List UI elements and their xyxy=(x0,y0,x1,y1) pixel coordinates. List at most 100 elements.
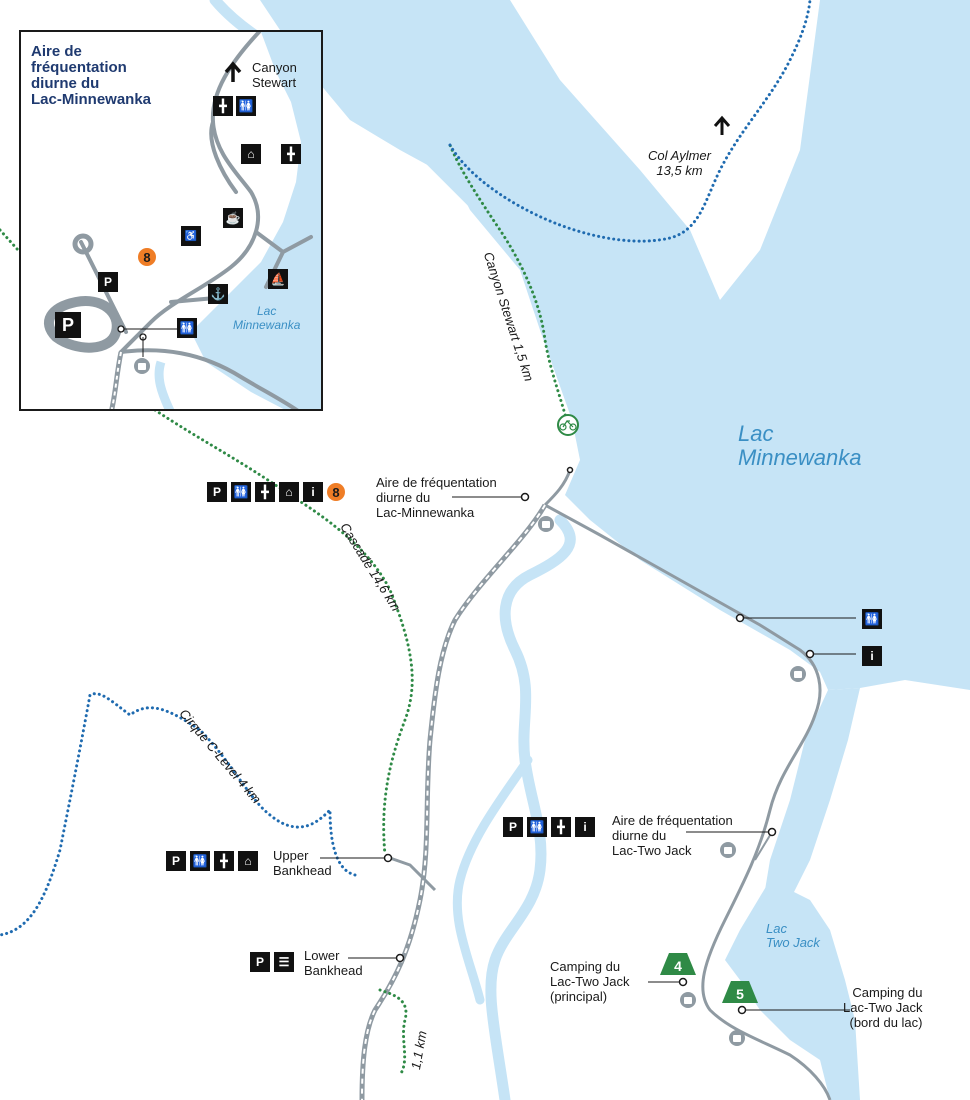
parking-icon: P xyxy=(166,851,186,871)
information-icon: i xyxy=(303,482,323,502)
rv-parking-icon: P xyxy=(98,272,118,292)
picnic-table-icon: ╋ xyxy=(255,482,275,502)
washroom-icon: 🚻 xyxy=(231,482,251,502)
channel-water xyxy=(760,688,860,920)
trail-cascade xyxy=(153,408,414,857)
inset-creek-water xyxy=(154,360,175,409)
bus-stop-icon xyxy=(729,1030,745,1046)
inset-boat-tours: ⛵ xyxy=(268,269,288,289)
bus-stop-icon xyxy=(538,516,554,532)
parking-icon: P xyxy=(207,482,227,502)
trail-canyon-stewart xyxy=(448,143,570,427)
shore-toilets: 🚻 xyxy=(862,609,882,629)
food-service-icon: ☕ xyxy=(223,208,243,228)
upper-bankhead-facilities: P 🚻 ╋ ⌂ xyxy=(166,851,258,871)
trail-cirque-c-level xyxy=(0,692,357,937)
road-two-jack-spur xyxy=(754,831,773,861)
picnic-shelter-icon: ⌂ xyxy=(279,482,299,502)
picnic-shelter-icon: ⌂ xyxy=(238,851,258,871)
inset-rv-parking: P xyxy=(98,272,118,292)
trail-cascade-west xyxy=(0,228,20,252)
label-minnewanka-day-use: Aire de fréquentation diurne du Lac-Minn… xyxy=(376,475,497,520)
interpretive-trail-icon: ☰ xyxy=(274,952,294,972)
point-upper-bankhead xyxy=(383,853,393,863)
inset-title: Aire de fréquentation diurne du Lac-Minn… xyxy=(31,43,152,108)
inset-accessible-parking: ♿ xyxy=(181,226,201,246)
road-lakeshore xyxy=(544,503,832,1100)
washroom-icon: 🚻 xyxy=(527,817,547,837)
inset-dashed-road-inner xyxy=(110,351,122,409)
point-two-jack xyxy=(767,827,777,837)
inset-food: ☕ xyxy=(223,208,243,228)
inset-washrooms: 🚻 xyxy=(177,318,197,338)
picnic-table-icon: ╋ xyxy=(214,851,234,871)
lower-bankhead-facilities: P ☰ xyxy=(250,952,294,972)
bike-glyph xyxy=(559,420,577,431)
trail-lower xyxy=(378,988,408,1077)
river-creek-west xyxy=(452,755,533,1005)
washroom-icon: 🚻 xyxy=(862,609,882,629)
road-connector xyxy=(543,469,572,507)
washroom-icon: 🚻 xyxy=(236,96,256,116)
inset-parking: P xyxy=(55,312,81,338)
picnic-table-icon: ╋ xyxy=(551,817,571,837)
bus-stop-icon xyxy=(680,992,696,1008)
bus-stop-icon xyxy=(790,666,806,682)
label-two-jack-day-use: Aire de fréquentation diurne du Lac-Two … xyxy=(612,813,733,858)
inset-road-loop-west xyxy=(209,120,238,194)
inset-road-east xyxy=(119,348,299,409)
river-cascade xyxy=(485,514,576,1100)
point-minnewanka xyxy=(520,492,530,502)
inset-boat-launch: ⚓ xyxy=(208,284,228,304)
point-lower-bankhead xyxy=(395,953,405,963)
boat-launch-icon: ⚓ xyxy=(208,284,228,304)
campground-main-badge: 4 xyxy=(660,953,696,975)
campground-lakeside-badge: 5 xyxy=(722,981,758,1003)
parking-icon: P xyxy=(250,952,270,972)
information-icon: i xyxy=(575,817,595,837)
picnic-table-icon: ╋ xyxy=(281,144,301,164)
point-toilets-shore xyxy=(735,613,745,623)
picnic-table-icon: ╋ xyxy=(213,96,233,116)
inset-site-number-badge: 8 xyxy=(138,248,156,266)
parking-icon: P xyxy=(55,312,81,338)
information-icon: i xyxy=(862,646,882,666)
trail-col-aylmer xyxy=(448,0,812,243)
inset-point xyxy=(117,325,125,333)
minnewanka-facilities: P 🚻 ╋ ⌂ i 8 xyxy=(207,482,345,502)
point-canyon-junction xyxy=(566,466,574,474)
washroom-icon: 🚻 xyxy=(177,318,197,338)
washroom-icon: 🚻 xyxy=(190,851,210,871)
inset-shelter: ⌂ xyxy=(241,144,261,164)
boat-tour-icon: ⛵ xyxy=(268,269,288,289)
shore-shelter: i xyxy=(862,646,882,666)
two-jack-facilities: P 🚻 ╋ i xyxy=(503,817,595,837)
arrow-north-icon xyxy=(713,115,731,135)
parking-icon: P xyxy=(503,817,523,837)
picnic-shelter-icon: ⌂ xyxy=(241,144,261,164)
road-bankhead xyxy=(389,856,437,892)
point-camp-main xyxy=(678,977,688,987)
point-shelter-shore xyxy=(805,649,815,659)
inset-top-facilities: ╋ 🚻 xyxy=(213,96,256,116)
road-minnewanka-dashed xyxy=(359,503,548,1100)
inset-parking-loop xyxy=(44,296,122,353)
inset-map: Aire de fréquentation diurne du Lac-Minn… xyxy=(19,30,323,411)
site-number-badge: 8 xyxy=(327,483,345,501)
arrow-north-icon xyxy=(224,61,242,82)
lake-two-jack-water xyxy=(725,880,860,1100)
point-camp-lakeside xyxy=(737,1005,747,1015)
lake-minnewanka-water xyxy=(260,0,970,690)
accessible-parking-icon: ♿ xyxy=(181,226,201,246)
